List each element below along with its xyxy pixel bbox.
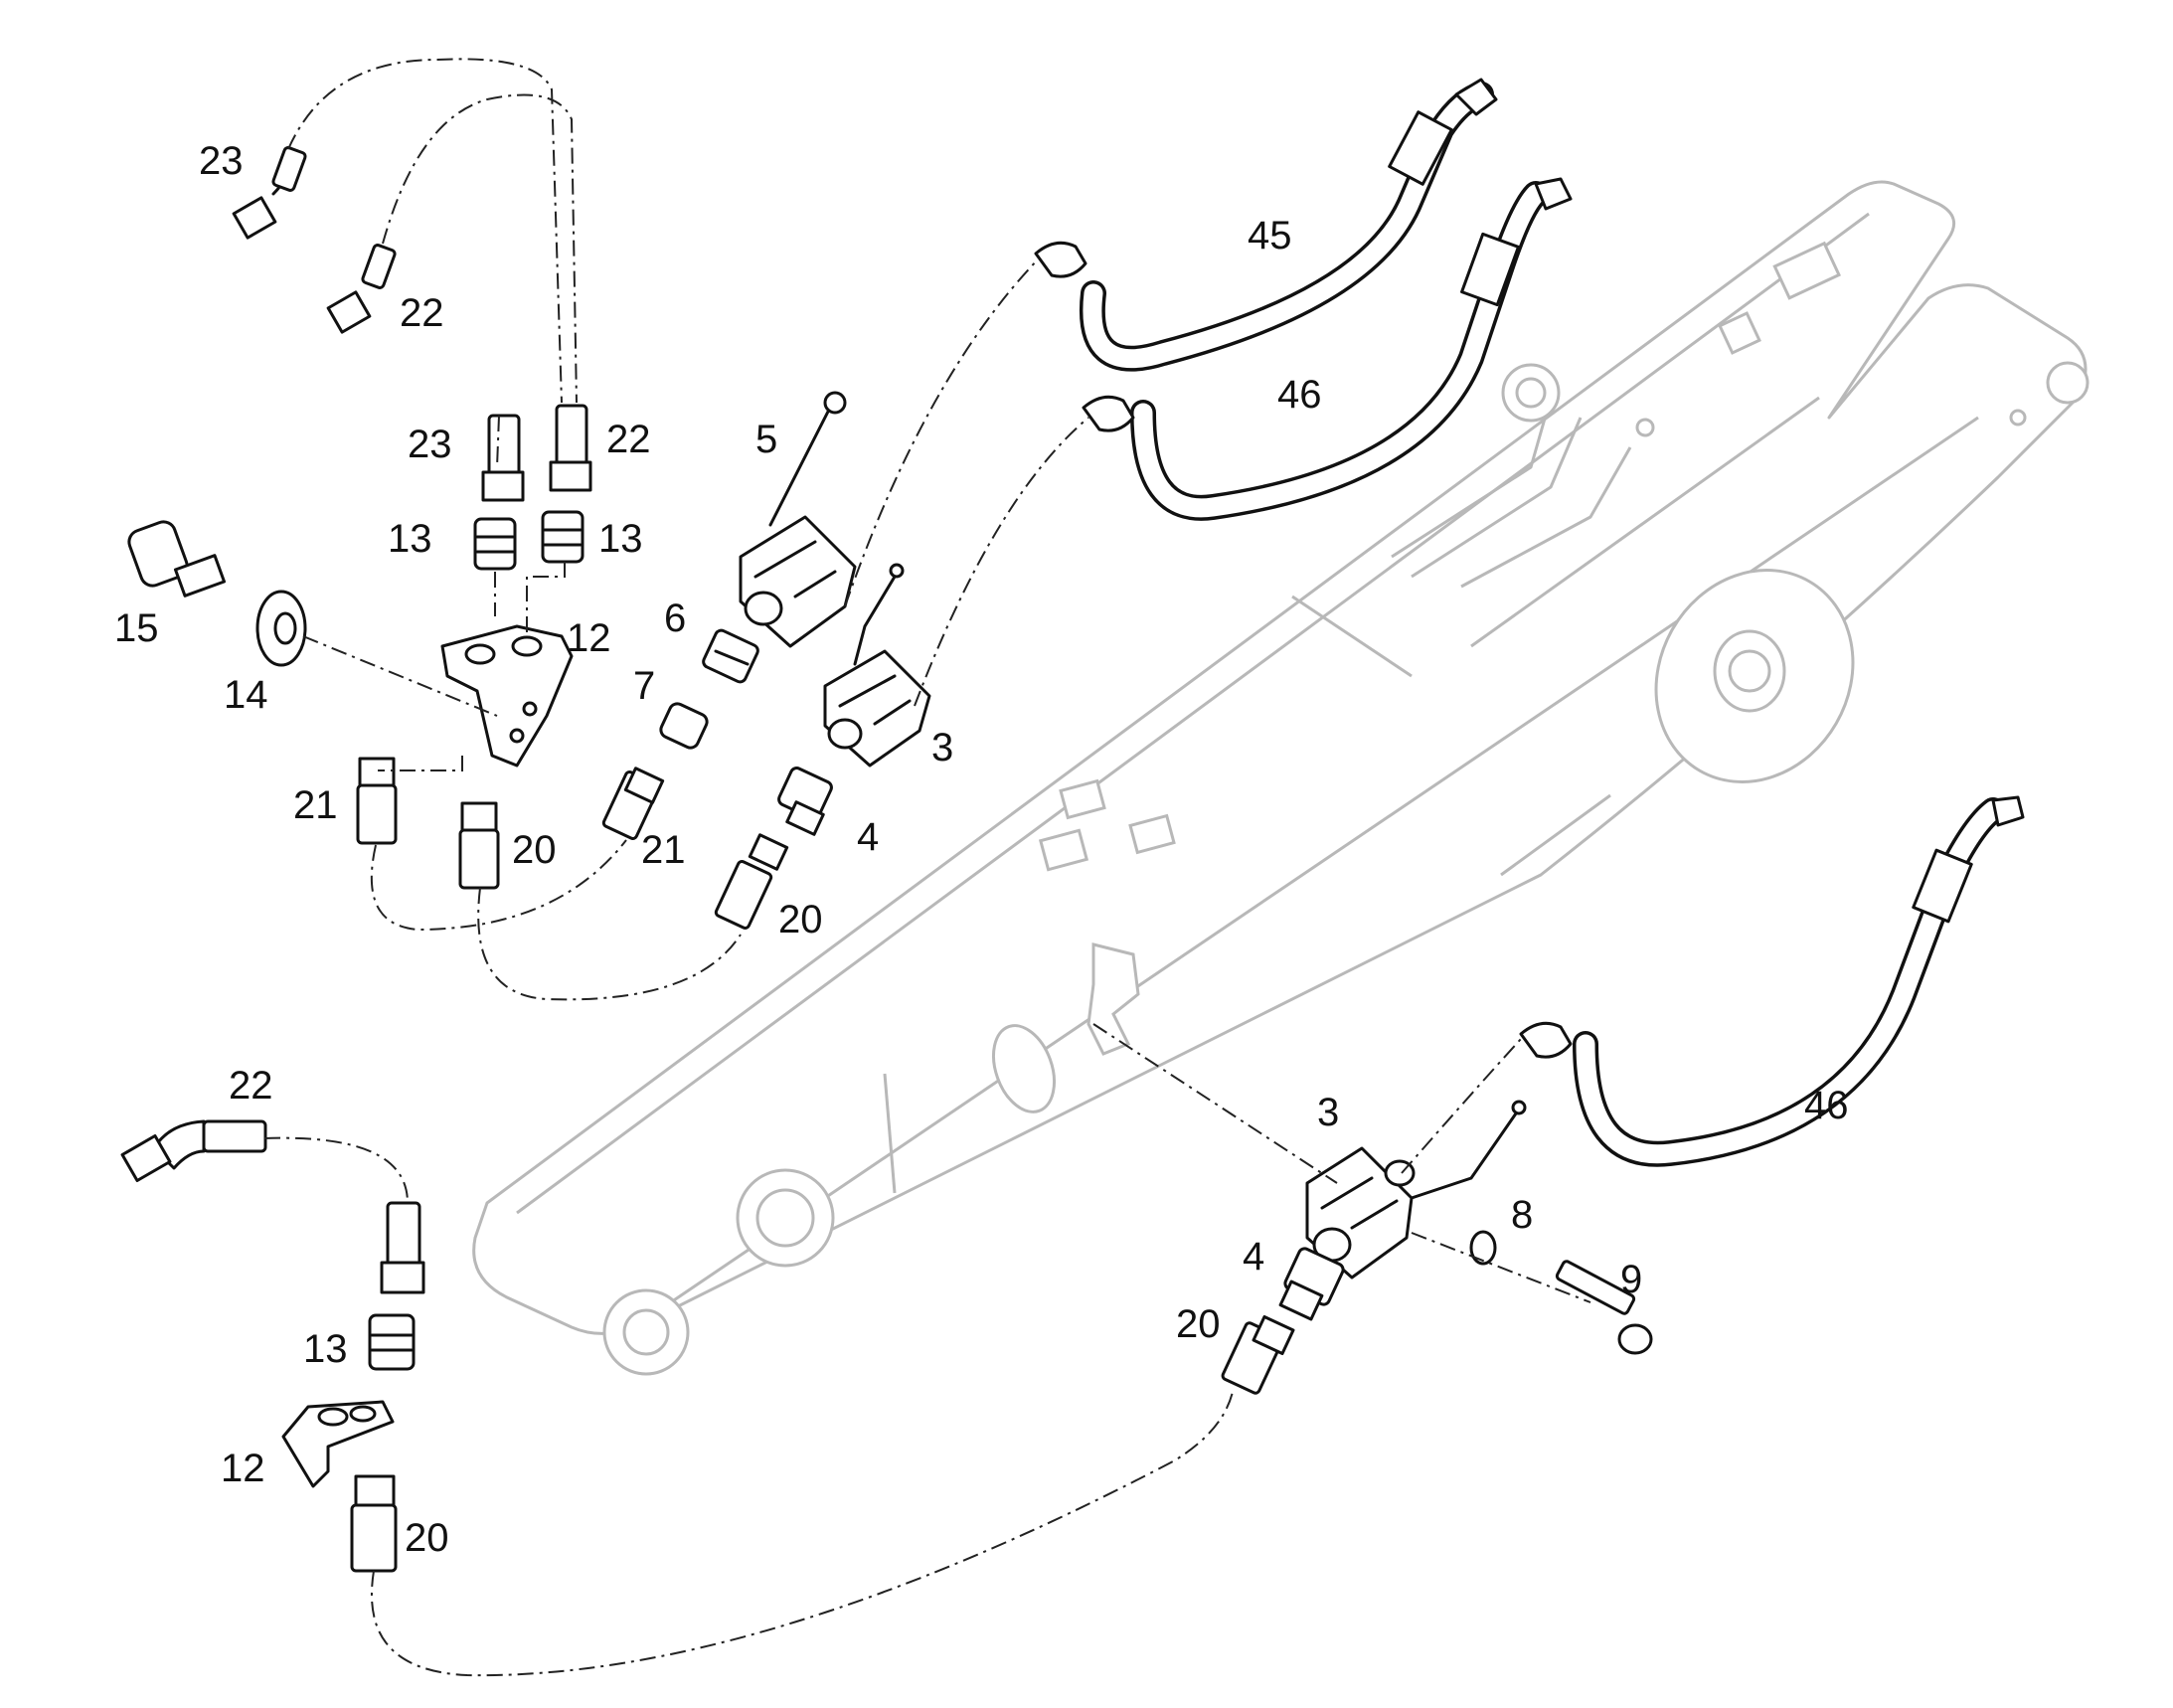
- bolt-15: [127, 520, 227, 598]
- adapter-22: [549, 404, 592, 492]
- callout-20-lower-left: 20: [405, 1516, 449, 1560]
- callout-45: 45: [1248, 214, 1292, 257]
- callout-9: 9: [1620, 1258, 1642, 1301]
- hose-22-fitting: [326, 244, 397, 334]
- ball-valve-3-upper: [823, 563, 931, 768]
- callout-22-lower: 22: [229, 1064, 273, 1108]
- callout-23-adapter: 23: [408, 423, 452, 466]
- callout-21-left: 21: [293, 783, 338, 827]
- bulkhead-13-left: [473, 517, 517, 571]
- callout-8: 8: [1511, 1193, 1533, 1237]
- callout-4-lower: 4: [1243, 1235, 1264, 1279]
- bracket-12-upper: [440, 624, 574, 768]
- reducer-21-left: [356, 757, 398, 845]
- callout-13-left: 13: [388, 517, 432, 561]
- callout-3-lower: 3: [1317, 1091, 1339, 1134]
- callout-13-right: 13: [598, 517, 643, 561]
- ball-valve-5: [739, 391, 857, 648]
- callout-14: 14: [224, 673, 268, 717]
- washer-14: [255, 590, 307, 667]
- callout-4-upper: 4: [857, 815, 879, 859]
- callout-5: 5: [755, 418, 777, 461]
- callout-23-hose: 23: [199, 139, 244, 183]
- callout-15: 15: [114, 606, 159, 650]
- bracket-12-lower: [281, 1400, 395, 1488]
- hose-22-lower: [120, 1119, 267, 1182]
- reducer-20-lower-left: [350, 1474, 398, 1573]
- bulkhead-13-right: [541, 510, 585, 564]
- boom-arm: [472, 180, 2089, 1376]
- callout-20-mid: 20: [778, 898, 823, 941]
- callout-labels: 23 22 23 22 13 13 15 14 12 21 20 21 5 6 …: [114, 139, 1849, 1560]
- nipple-7: [659, 702, 709, 750]
- bolt-9: [1555, 1260, 1653, 1355]
- adapter-22-lower: [380, 1201, 425, 1294]
- callout-20-lower-right: 20: [1176, 1302, 1221, 1346]
- callout-6: 6: [664, 597, 686, 640]
- callout-46-upper: 46: [1277, 373, 1322, 417]
- callout-7: 7: [633, 664, 655, 708]
- callout-12-upper: 12: [567, 616, 611, 660]
- washer-8: [1469, 1230, 1497, 1266]
- callout-13-lower: 13: [303, 1327, 348, 1371]
- reducer-21-mid: [601, 767, 665, 840]
- reducer-20-left: [458, 801, 500, 890]
- callout-22-adapter: 22: [606, 418, 651, 461]
- adapter-23: [481, 414, 525, 502]
- callout-21-mid: 21: [641, 828, 686, 872]
- callout-22-hose: 22: [400, 291, 444, 335]
- adapter-4-upper: [777, 767, 833, 836]
- routing-lines: [263, 58, 1591, 1677]
- adapter-4-lower: [1278, 1247, 1345, 1321]
- callout-3-upper: 3: [931, 726, 953, 769]
- bulkhead-13-lower: [368, 1313, 416, 1371]
- reducer-20-lower-right: [1221, 1314, 1295, 1395]
- reducer-20-mid: [714, 833, 789, 930]
- hose-46-upper: [1082, 177, 1573, 521]
- callout-20-left: 20: [512, 828, 557, 872]
- hose-46-lower: [1519, 795, 2025, 1167]
- coupling-6: [702, 628, 759, 684]
- callout-12-lower: 12: [221, 1447, 265, 1490]
- callout-46-lower: 46: [1804, 1084, 1849, 1127]
- hose-23-fitting: [232, 146, 307, 240]
- hose-45: [1034, 78, 1498, 372]
